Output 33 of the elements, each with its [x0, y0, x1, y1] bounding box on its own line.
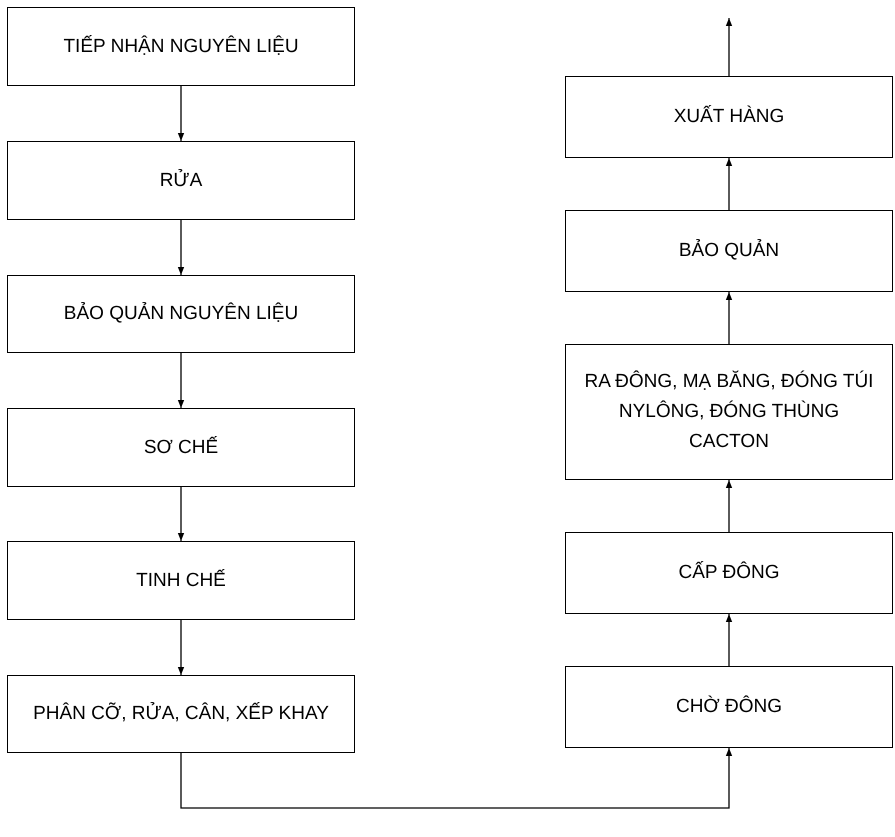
- step-label: TIẾP NHẬN NGUYÊN LIỆU: [63, 34, 299, 58]
- arrow: [726, 292, 732, 344]
- arrow: [726, 614, 732, 666]
- step-label: BẢO QUẢN NGUYÊN LIỆU: [64, 301, 298, 326]
- process-box: [7, 408, 355, 487]
- step-label: SƠ CHẾ: [144, 435, 218, 460]
- process-box: [7, 7, 355, 86]
- arrow: [726, 18, 732, 76]
- step-label: XUẤT HÀNG: [674, 104, 784, 129]
- step-label: RỬA: [160, 168, 202, 192]
- arrow: [726, 158, 732, 210]
- process-box: [565, 532, 893, 614]
- process-box: [7, 141, 355, 220]
- process-box: [7, 541, 355, 620]
- step-label: CHỜ ĐÔNG: [676, 694, 782, 719]
- step-label: CẤP ĐÔNG: [678, 560, 780, 585]
- process-box: [565, 344, 893, 480]
- step-label: RA ĐÔNG, MẠ BĂNG, ĐÓNG TÚI NYLÔNG, ĐÓNG THÙNG CACTON: [584, 369, 874, 454]
- step-label: BẢO QUẢN: [678, 238, 780, 263]
- arrow: [178, 620, 184, 675]
- process-box: [7, 675, 355, 753]
- process-box: [565, 76, 893, 158]
- step-label: TINH CHẾ: [136, 568, 226, 592]
- arrow: [178, 86, 184, 141]
- step-label: PHÂN CỠ, RỬA, CÂN, XẾP KHAY: [33, 701, 329, 726]
- process-box: [565, 210, 893, 292]
- arrow: [178, 220, 184, 275]
- arrow: [178, 487, 184, 541]
- arrow: [180, 748, 732, 809]
- process-box: [565, 666, 893, 748]
- process-box: [7, 275, 355, 353]
- arrow: [178, 353, 184, 408]
- arrow: [726, 480, 732, 532]
